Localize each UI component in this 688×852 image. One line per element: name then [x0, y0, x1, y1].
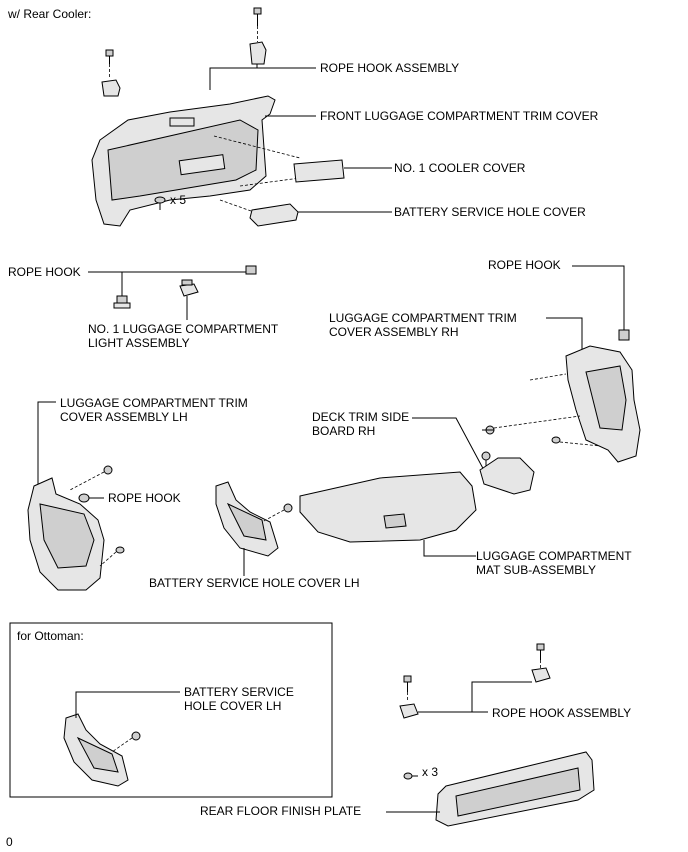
ottoman-box — [9, 622, 333, 798]
rope-hook-part-rh — [618, 329, 630, 341]
label-rope-hook-mid: ROPE HOOK — [108, 491, 181, 505]
label-battery-cover-lh: BATTERY SERVICE HOLE COVER LH — [149, 576, 360, 590]
label-trim-lh-2: COVER ASSEMBLY LH — [60, 410, 188, 424]
clip-rh — [551, 436, 561, 444]
qty-screws-bottom: x 3 — [422, 765, 438, 779]
rear-floor-finish-plate — [435, 751, 595, 827]
label-mat-2: MAT SUB-ASSEMBLY — [476, 563, 596, 577]
rope-hook-bracket-bl — [399, 703, 419, 719]
label-deck-board-1: DECK TRIM SIDE — [312, 410, 409, 424]
header-ottoman: for Ottoman: — [17, 629, 84, 643]
rope-hook-part-left — [113, 295, 131, 309]
bolt-bottom-left — [403, 675, 412, 692]
footer-mark: 0 — [6, 835, 13, 849]
bolt-bottom-right — [536, 643, 545, 660]
rope-hook-part-mid — [78, 493, 90, 503]
battery-service-hole-cover — [249, 203, 299, 227]
screw-rh — [482, 425, 495, 435]
light-assembly-part — [179, 279, 199, 297]
label-rear-floor-plate: REAR FLOOR FINISH PLATE — [200, 804, 361, 818]
label-rope-hook-assembly-top: ROPE HOOK ASSEMBLY — [320, 61, 459, 75]
clip-fastener — [154, 196, 166, 210]
label-ottoman-battery-1: BATTERY SERVICE — [184, 685, 294, 699]
label-rope-hook-assembly-bottom: ROPE HOOK ASSEMBLY — [492, 706, 631, 720]
screw-battery-lh — [283, 503, 293, 513]
label-trim-lh-1: LUGGAGE COMPARTMENT TRIM — [60, 396, 248, 410]
no1-cooler-cover — [293, 159, 345, 183]
luggage-mat — [299, 471, 477, 543]
leader-rope-hook-assembly — [209, 67, 316, 90]
rope-hook-bracket-top — [249, 41, 267, 65]
ottoman-battery-cover-part — [63, 713, 129, 787]
luggage-trim-cover-rh — [565, 345, 641, 463]
label-trim-rh-1: LUGGAGE COMPARTMENT TRIM — [329, 311, 517, 325]
label-cooler-cover: NO. 1 COOLER COVER — [394, 161, 526, 175]
label-front-trim-cover: FRONT LUGGAGE COMPARTMENT TRIM COVER — [320, 109, 599, 123]
label-light-assembly-2: LIGHT ASSEMBLY — [88, 336, 190, 350]
bolt-top — [253, 7, 262, 26]
luggage-trim-cover-lh — [27, 477, 105, 591]
qty-clips-top: x 5 — [170, 193, 186, 207]
rope-hook-bracket-br — [531, 667, 551, 683]
rope-hook-part-right — [245, 265, 257, 275]
label-rope-hook-right: ROPE HOOK — [488, 258, 561, 272]
label-trim-rh-2: COVER ASSEMBLY RH — [329, 325, 459, 339]
front-luggage-trim-cover — [91, 95, 276, 227]
battery-cover-lh-part — [215, 481, 279, 557]
label-ottoman-battery-2: HOLE COVER LH — [184, 699, 281, 713]
deck-trim-side-board — [479, 457, 535, 495]
clip-lh-bottom — [115, 546, 125, 554]
label-mat-1: LUGGAGE COMPARTMENT — [476, 549, 632, 563]
label-battery-hole-cover: BATTERY SERVICE HOLE COVER — [394, 205, 586, 219]
label-rope-hook-left: ROPE HOOK — [8, 265, 81, 279]
label-deck-board-2: BOARD RH — [312, 424, 375, 438]
screw-lh-top — [103, 465, 113, 475]
label-light-assembly-1: NO. 1 LUGGAGE COMPARTMENT — [88, 322, 279, 336]
rope-hook-bracket-left — [101, 79, 121, 97]
screw-ottoman — [131, 731, 141, 741]
screw-floor-plate — [403, 772, 418, 780]
bolt-left-top — [105, 49, 114, 64]
header-rear-cooler: w/ Rear Cooler: — [7, 7, 91, 21]
